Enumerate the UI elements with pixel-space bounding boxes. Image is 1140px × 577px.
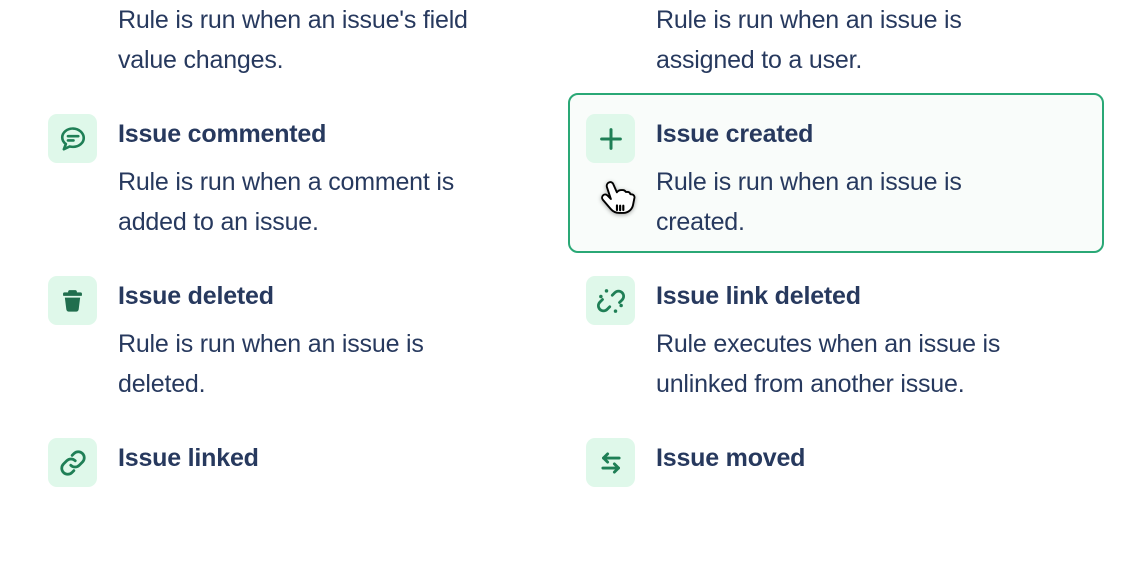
trigger-card-issue-moved[interactable]: Issue moved bbox=[568, 417, 1104, 577]
trigger-card-issue-created[interactable]: Issue created Rule is run when an issue … bbox=[568, 93, 1104, 253]
trigger-description: Rule is run when an issue is created. bbox=[656, 168, 962, 236]
trigger-description: Rule is run when a comment is added to a… bbox=[118, 168, 455, 236]
trigger-description: Rule is run when an issue is assigned to… bbox=[656, 6, 962, 74]
link-broken-icon bbox=[586, 276, 635, 325]
trigger-title: Issue deleted bbox=[118, 282, 274, 310]
trigger-card-field-value-changed[interactable]: Rule is run when an issue's field value … bbox=[30, 0, 566, 91]
trigger-card-issue-linked[interactable]: Issue linked bbox=[30, 417, 566, 577]
trash-icon bbox=[48, 276, 97, 325]
trigger-title: Issue link deleted bbox=[656, 282, 861, 310]
trigger-card-issue-deleted[interactable]: Issue deleted Rule is run when an issue … bbox=[30, 255, 566, 415]
trigger-title: Issue linked bbox=[118, 444, 259, 472]
trigger-card-issue-assigned[interactable]: Rule is run when an issue is assigned to… bbox=[568, 0, 1104, 91]
arrows-icon bbox=[586, 438, 635, 487]
trigger-list: Rule is run when an issue's field value … bbox=[30, 0, 1104, 577]
plus-icon bbox=[586, 114, 635, 163]
trigger-card-issue-commented[interactable]: Issue commented Rule is run when a comme… bbox=[30, 93, 566, 253]
trigger-description: Rule is run when an issue's field value … bbox=[118, 6, 468, 74]
icon-placeholder bbox=[48, 0, 97, 1]
icon-placeholder bbox=[586, 0, 635, 1]
comment-icon bbox=[48, 114, 97, 163]
trigger-title: Issue moved bbox=[656, 444, 806, 472]
link-icon bbox=[48, 438, 97, 487]
trigger-description: Rule is run when an issue is deleted. bbox=[118, 330, 424, 398]
trigger-card-issue-link-deleted[interactable]: Issue link deleted Rule executes when an… bbox=[568, 255, 1104, 415]
trigger-title: Issue commented bbox=[118, 120, 327, 148]
trigger-title: Issue created bbox=[656, 120, 814, 148]
trigger-description: Rule executes when an issue is unlinked … bbox=[656, 330, 1001, 398]
